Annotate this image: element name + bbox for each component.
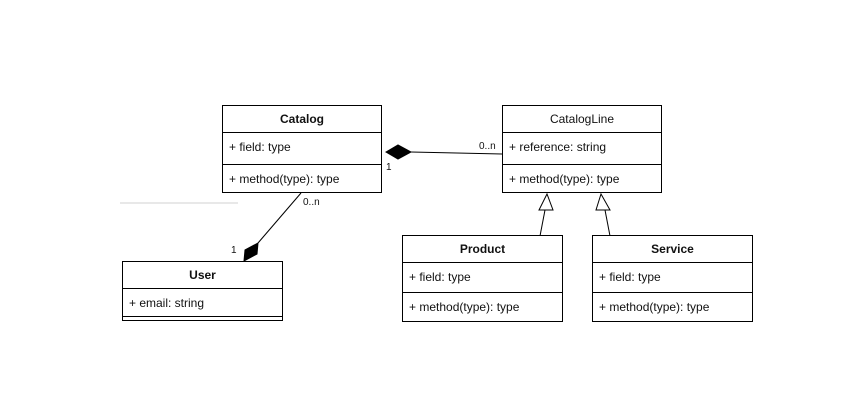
inheritance-line bbox=[604, 209, 611, 237]
composition-catalog-catalogline[interactable] bbox=[385, 144, 503, 160]
association-line bbox=[257, 192, 302, 244]
inheritance-line bbox=[539, 209, 546, 237]
class-catalog[interactable]: Catalog + field: type + method(type): ty… bbox=[222, 105, 382, 193]
composition-diamond-icon bbox=[243, 242, 259, 262]
multiplicity-catalog-side: 1 bbox=[231, 245, 237, 256]
class-service[interactable]: Service + field: type + method(type): ty… bbox=[592, 235, 753, 322]
composition-catalog-user[interactable] bbox=[243, 192, 302, 262]
composition-diamond-icon bbox=[385, 144, 413, 160]
class-name: Catalog bbox=[279, 112, 324, 126]
class-attribute: + field: type bbox=[403, 262, 562, 292]
class-catalogline[interactable]: CatalogLine + reference: string + method… bbox=[502, 105, 662, 193]
multiplicity-user-side: 0..n bbox=[303, 197, 320, 208]
class-operation: + method(type): type bbox=[403, 292, 562, 321]
inheritance-triangle-icon bbox=[595, 192, 611, 211]
association-line bbox=[410, 151, 503, 155]
class-name: User bbox=[189, 268, 216, 282]
class-name: CatalogLine bbox=[549, 112, 615, 126]
class-user[interactable]: User + email: string bbox=[122, 261, 283, 321]
class-operation: + method(type): type bbox=[593, 292, 752, 321]
generalization-product-catalogline[interactable] bbox=[538, 192, 554, 237]
class-operations-empty bbox=[123, 316, 282, 320]
multiplicity-catalog: 1 bbox=[386, 162, 392, 173]
class-name: Service bbox=[651, 242, 694, 256]
generalization-service-catalogline[interactable] bbox=[595, 192, 611, 237]
class-attribute: + field: type bbox=[593, 262, 752, 292]
class-attribute: + email: string bbox=[123, 288, 282, 316]
inheritance-triangle-icon bbox=[538, 192, 554, 211]
class-operation: + method(type): type bbox=[223, 164, 381, 192]
class-attribute: + field: type bbox=[223, 132, 381, 164]
multiplicity-catalogline: 0..n bbox=[479, 141, 496, 152]
class-attribute: + reference: string bbox=[503, 132, 661, 164]
class-product[interactable]: Product + field: type + method(type): ty… bbox=[402, 235, 563, 322]
class-operation: + method(type): type bbox=[503, 164, 661, 192]
class-name: Product bbox=[459, 242, 506, 256]
